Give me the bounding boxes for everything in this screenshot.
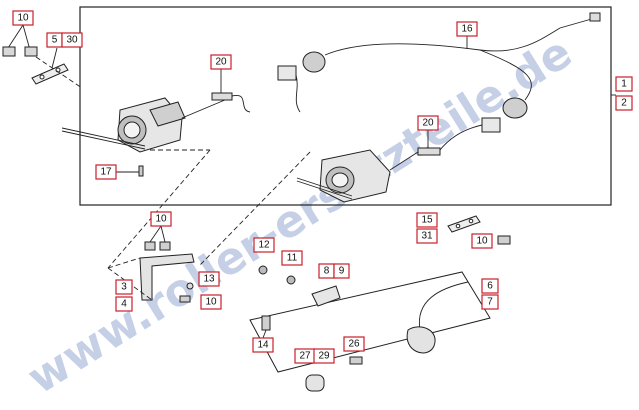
callout-4: 4	[115, 296, 133, 312]
guide-line-3	[199, 151, 311, 266]
svg-text:3: 3	[121, 282, 127, 293]
svg-text:10: 10	[476, 236, 488, 247]
svg-text:31: 31	[421, 231, 433, 242]
svg-text:7: 7	[487, 297, 493, 308]
switch-parts	[258, 265, 469, 392]
svg-text:20: 20	[422, 118, 434, 129]
svg-text:10: 10	[205, 297, 217, 308]
callout-5: 5	[46, 32, 63, 48]
svg-text:20: 20	[215, 57, 227, 68]
callout-13: 13	[198, 271, 220, 287]
plug-right	[439, 97, 528, 151]
callout-15: 15	[416, 212, 438, 228]
svg-text:29: 29	[318, 351, 330, 362]
svg-text:5: 5	[52, 35, 58, 46]
svg-text:11: 11	[287, 253, 298, 264]
svg-text:6: 6	[487, 281, 493, 292]
svg-text:10: 10	[17, 13, 29, 24]
callout-16: 16	[456, 21, 478, 37]
callout-6: 6	[481, 278, 499, 294]
svg-text:30: 30	[66, 35, 78, 46]
svg-text:14: 14	[257, 340, 269, 351]
mount-plate-right	[447, 215, 511, 245]
callout-10-bracket-top: 10	[150, 211, 172, 227]
svg-text:15: 15	[421, 215, 433, 226]
callout-17: 17	[95, 164, 117, 180]
svg-text:12: 12	[258, 240, 270, 251]
fog-lamp-left	[61, 96, 233, 153]
cable-harness	[324, 12, 601, 101]
left-bracket-part	[2, 24, 83, 89]
callout-14: 14	[252, 337, 274, 353]
callout-10-top-left: 10	[12, 10, 34, 26]
svg-text:16: 16	[461, 24, 473, 35]
connector-left	[211, 69, 251, 113]
callout-20-upper: 20	[210, 54, 232, 70]
svg-text:4: 4	[121, 299, 127, 310]
screw-17	[138, 165, 144, 177]
assembly-frame	[79, 6, 612, 206]
callout-10-bracket-bottom: 10	[200, 294, 222, 310]
connector-right	[417, 130, 441, 156]
callout-9: 9	[333, 263, 350, 279]
svg-text:2: 2	[621, 98, 627, 109]
svg-text:10: 10	[155, 214, 167, 225]
callout-30: 30	[61, 32, 83, 48]
plug-left	[277, 51, 326, 113]
svg-text:13: 13	[203, 274, 215, 285]
callout-2: 2	[615, 95, 633, 111]
callout-7: 7	[481, 294, 499, 310]
guide-line-2	[107, 149, 211, 269]
lamp-bracket	[107, 225, 195, 303]
callout-8: 8	[318, 263, 335, 279]
callout-10-right: 10	[471, 233, 493, 249]
watermark-text: www.roller-ersatzteile.de	[19, 27, 581, 404]
callout-11: 11	[281, 250, 303, 266]
callout-26: 26	[343, 336, 365, 352]
callout-27: 27	[294, 348, 316, 364]
callout-29: 29	[313, 348, 335, 364]
watermark: www.roller-ersatzteile.de	[19, 27, 581, 404]
callout-31: 31	[416, 228, 438, 244]
fog-lamp-right	[296, 149, 419, 203]
svg-text:9: 9	[339, 266, 345, 277]
callout-1: 1	[615, 76, 633, 92]
callout-3: 3	[115, 279, 133, 295]
svg-text:8: 8	[324, 266, 330, 277]
svg-text:26: 26	[348, 339, 360, 350]
svg-text:27: 27	[299, 351, 311, 362]
switch-frame	[249, 271, 491, 373]
svg-text:17: 17	[100, 167, 112, 178]
callout-20-lower: 20	[417, 115, 439, 131]
callout-12: 12	[253, 237, 275, 253]
svg-text:1: 1	[621, 79, 627, 90]
